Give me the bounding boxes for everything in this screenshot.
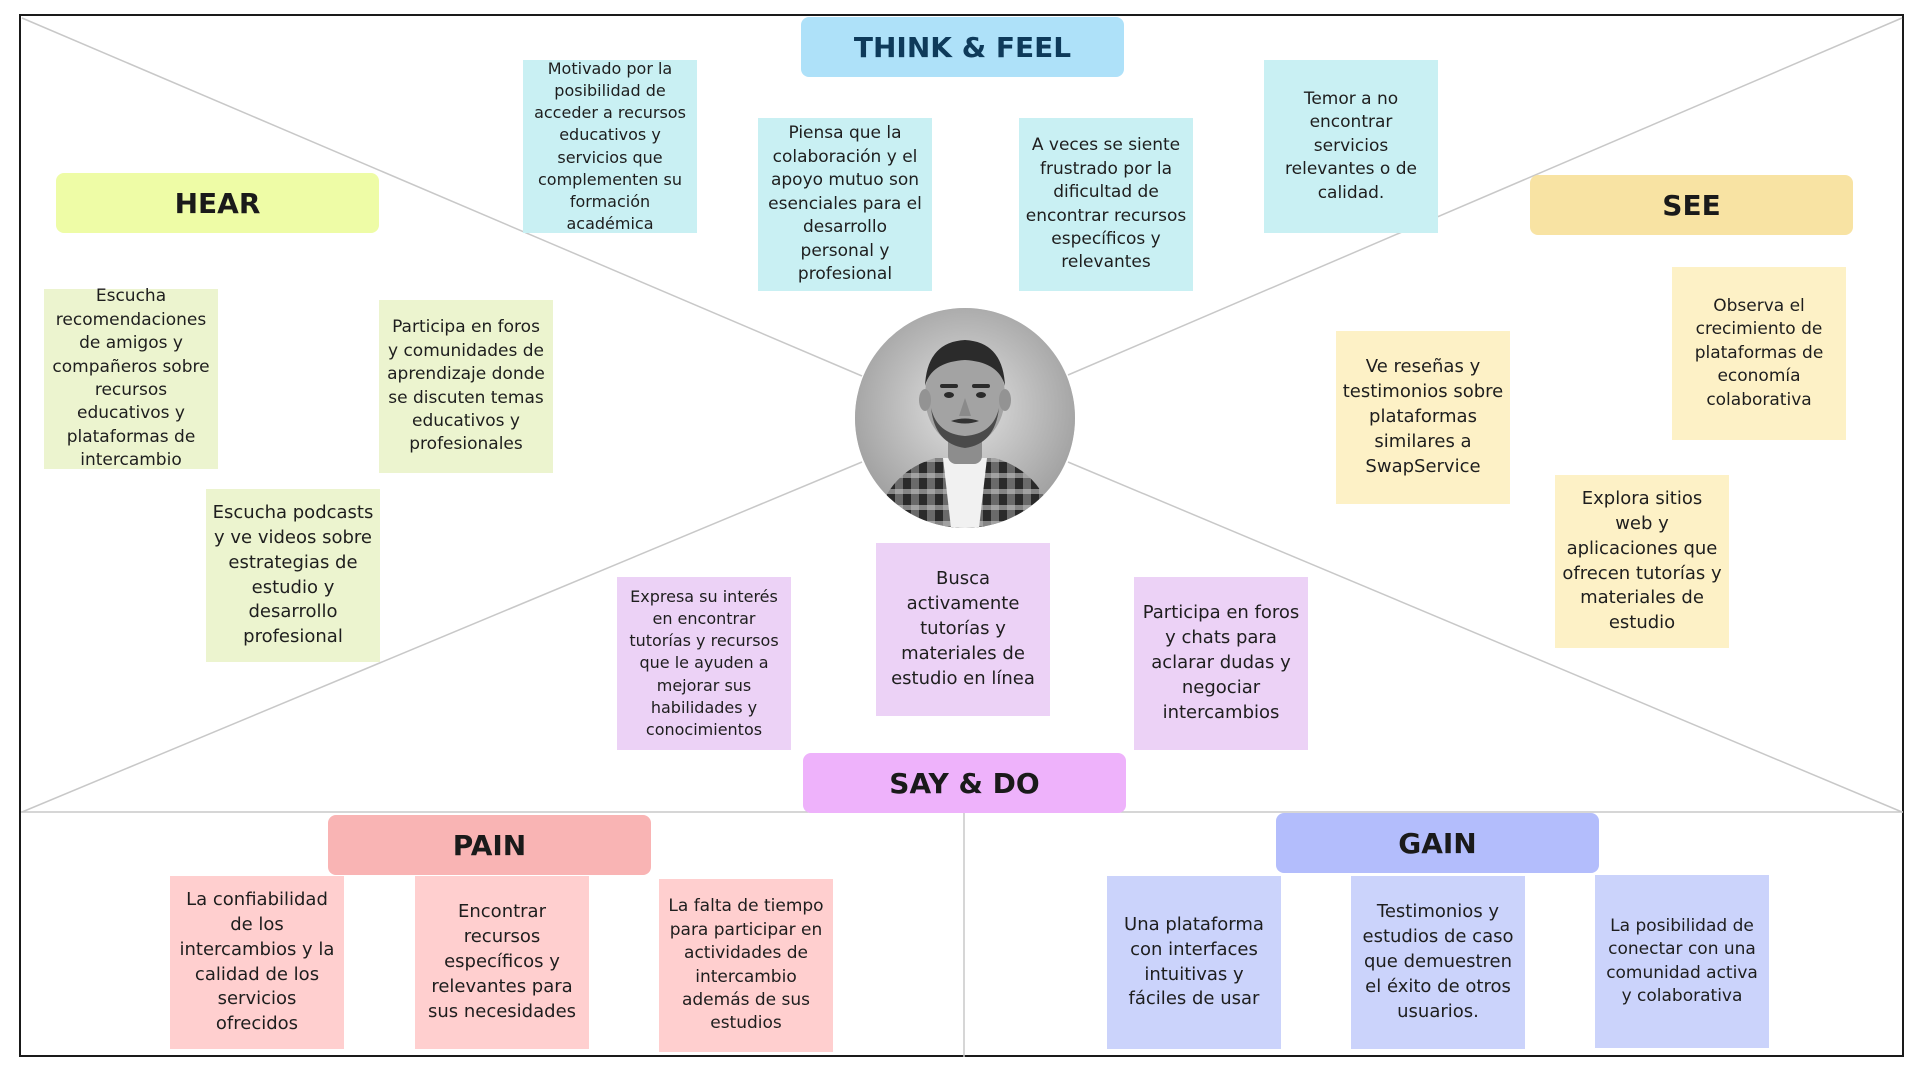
persona-photo xyxy=(855,308,1075,528)
guide-line-bottom-right xyxy=(1067,461,1903,813)
pain-header: PAIN xyxy=(328,815,651,875)
think-feel-header: THINK & FEEL xyxy=(801,17,1124,77)
hear-header: HEAR xyxy=(56,173,379,233)
see-note-3: Explora sitios web y aplicaciones que of… xyxy=(1555,475,1729,648)
gain-note-1: Una plataforma con interfaces intuitivas… xyxy=(1107,876,1281,1049)
pain-note-3: La falta de tiempo para participar en ac… xyxy=(659,879,833,1052)
pain-note-1: La confiabilidad de los intercambios y l… xyxy=(170,876,344,1049)
pain-note-2: Encontrar recursos específicos y relevan… xyxy=(415,876,589,1049)
see-note-1: Observa el crecimiento de plataformas de… xyxy=(1672,267,1846,440)
gain-note-2: Testimonios y estudios de caso que demue… xyxy=(1351,876,1525,1049)
hear-note-1: Escucha recomendaciones de amigos y comp… xyxy=(44,286,218,470)
say-do-header: SAY & DO xyxy=(803,753,1126,813)
guide-line-top-left xyxy=(21,17,863,377)
guide-line-bottom-left xyxy=(21,461,863,813)
think-feel-note-4: Temor a no encontrar servicios relevante… xyxy=(1264,60,1438,233)
hear-note-3: Escucha podcasts y ve videos sobre estra… xyxy=(206,489,380,662)
say-do-note-1: Expresa su interés en encontrar tutorías… xyxy=(617,577,791,750)
think-feel-note-1: Motivado por la posibilidad de acceder a… xyxy=(523,59,697,233)
see-header: SEE xyxy=(1530,175,1853,235)
empathy-map-frame xyxy=(19,14,1904,1057)
guide-line-top-right xyxy=(1067,17,1903,376)
gain-header: GAIN xyxy=(1276,813,1599,873)
persona-portrait xyxy=(855,308,1075,528)
think-feel-note-2: Piensa que la colaboración y el apoyo mu… xyxy=(758,118,932,291)
gain-note-3: La posibilidad de conectar con una comun… xyxy=(1595,875,1769,1048)
see-note-2: Ve reseñas y testimonios sobre plataform… xyxy=(1336,331,1510,504)
say-do-note-2: Busca activamente tutorías y materiales … xyxy=(876,543,1050,716)
say-do-note-3: Participa en foros y chats para aclarar … xyxy=(1134,577,1308,750)
think-feel-note-3: A veces se siente frustrado por la dific… xyxy=(1019,118,1193,291)
hear-note-2: Participa en foros y comunidades de apre… xyxy=(379,300,553,473)
